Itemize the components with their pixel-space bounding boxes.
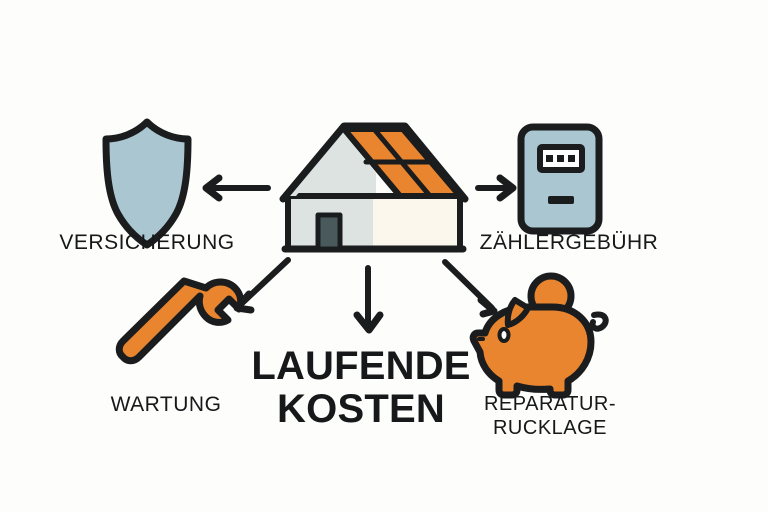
label-reparatur-line1: REPARATUR-: [483, 393, 617, 415]
meter-bar: [548, 196, 574, 204]
label-reparatur-line2: RUCKLAGE: [492, 416, 608, 439]
house-door: [315, 212, 343, 252]
piggy-eye: [497, 327, 511, 343]
arrow-left-to-versicherung: [202, 174, 271, 202]
center-title: LAUFENDE KOSTEN: [246, 344, 476, 432]
arrow-right-to-zaehlergebuehr: [475, 174, 517, 202]
label-wartung: WARTUNG: [110, 393, 222, 416]
electricity-meter-icon: [517, 123, 603, 235]
house-with-solar-panels-icon: [279, 122, 469, 253]
center-title-line1: LAUFENDE: [251, 344, 471, 388]
center-title-line2: KOSTEN: [277, 387, 445, 432]
meter-display-segments: [546, 155, 575, 162]
shield-icon: [102, 118, 192, 249]
arrow-down-left-to-wartung: [233, 257, 291, 314]
label-reparatur-ruecklage: REPARATUR- RUCKLAGE: [460, 393, 640, 440]
arrow-group: [202, 174, 517, 334]
piggy-bank-icon: [469, 272, 609, 399]
label-versicherung: VERSICHERUNG: [59, 231, 235, 254]
label-zaehlergebuehr: ZÄHLERGEBÜHR: [479, 231, 659, 254]
solar-panel-grid: [363, 126, 435, 199]
arrow-down-to-laufende-kosten: [353, 265, 384, 334]
wrench-icon: [115, 277, 245, 365]
arrow-down-right-to-reparatur: [442, 259, 498, 318]
